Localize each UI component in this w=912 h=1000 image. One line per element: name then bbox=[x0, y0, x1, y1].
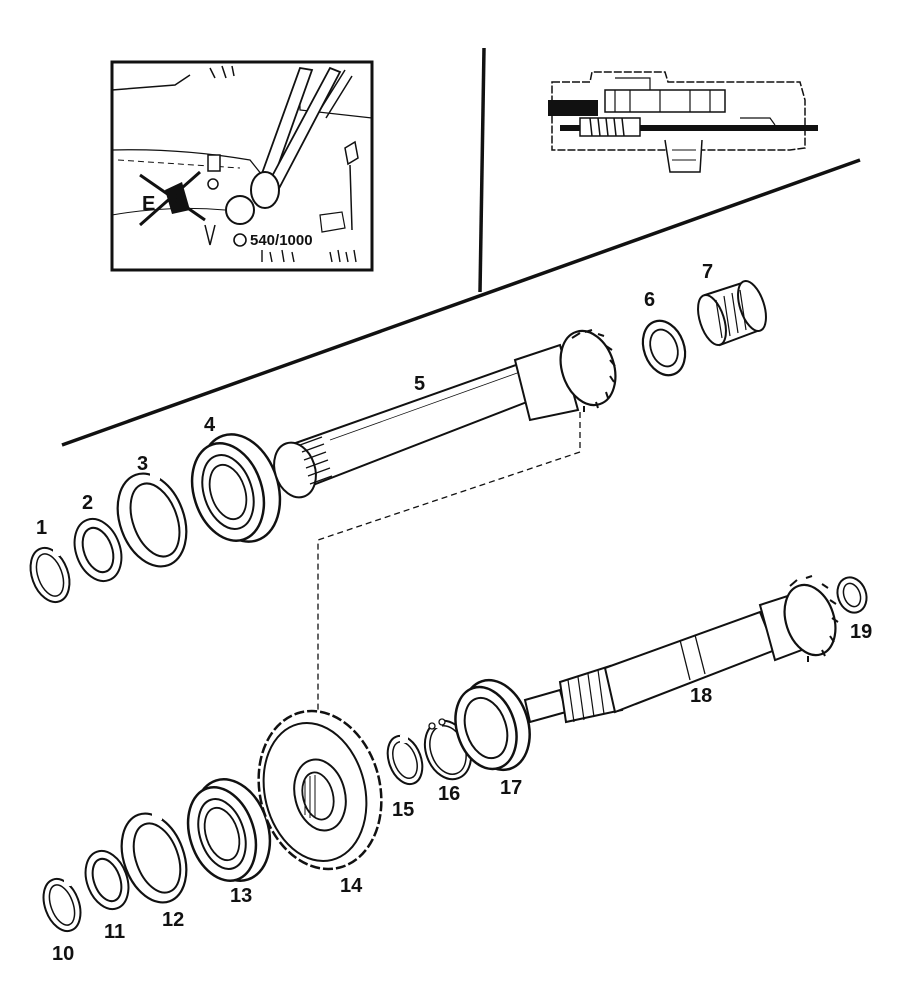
part-output-shaft-18 bbox=[523, 575, 839, 724]
part-bearing-4 bbox=[190, 433, 282, 543]
part-snap-ring-3 bbox=[116, 472, 188, 568]
part-bushing-19 bbox=[836, 576, 868, 614]
callout-17: 17 bbox=[500, 777, 523, 799]
part-shim-ring-11 bbox=[84, 849, 130, 911]
part-snap-ring-12 bbox=[120, 812, 188, 904]
callout-14: 14 bbox=[340, 875, 363, 897]
part-splined-shaft-5 bbox=[273, 329, 617, 499]
callout-13: 13 bbox=[230, 885, 253, 907]
callout-4: 4 bbox=[204, 414, 216, 436]
callout-10: 10 bbox=[52, 943, 75, 965]
part-circlip-15 bbox=[386, 734, 424, 786]
callout-12: 12 bbox=[162, 909, 185, 931]
callout-15: 15 bbox=[392, 799, 415, 821]
assembly-dashed-line bbox=[317, 412, 581, 712]
part-circlip-1 bbox=[29, 546, 71, 604]
crossed-mark-label: E bbox=[142, 193, 155, 215]
callout-19: 19 bbox=[850, 621, 873, 643]
part-washer-6 bbox=[641, 319, 687, 377]
part-needle-bearing-7 bbox=[697, 279, 767, 347]
callout-6: 6 bbox=[644, 289, 656, 311]
inset-lever-view: E 540/1000 bbox=[110, 60, 374, 272]
part-shim-ring-2 bbox=[73, 518, 123, 582]
part-circlip-10 bbox=[42, 877, 82, 933]
callout-2: 2 bbox=[82, 492, 94, 514]
callout-1: 1 bbox=[36, 517, 48, 539]
divider-vertical bbox=[478, 47, 486, 293]
inset-section-view bbox=[548, 71, 818, 173]
callout-5: 5 bbox=[414, 373, 426, 395]
part-large-gear-14 bbox=[257, 709, 383, 871]
callout-7: 7 bbox=[702, 261, 714, 283]
divider-diagonal bbox=[61, 158, 861, 447]
callout-16: 16 bbox=[438, 783, 461, 805]
callout-11: 11 bbox=[104, 921, 126, 943]
callout-18: 18 bbox=[690, 685, 713, 707]
part-bearing-17 bbox=[454, 678, 531, 772]
part-bearing-13 bbox=[186, 778, 272, 882]
callout-3: 3 bbox=[137, 453, 149, 475]
speed-label: 540/1000 bbox=[250, 232, 313, 249]
